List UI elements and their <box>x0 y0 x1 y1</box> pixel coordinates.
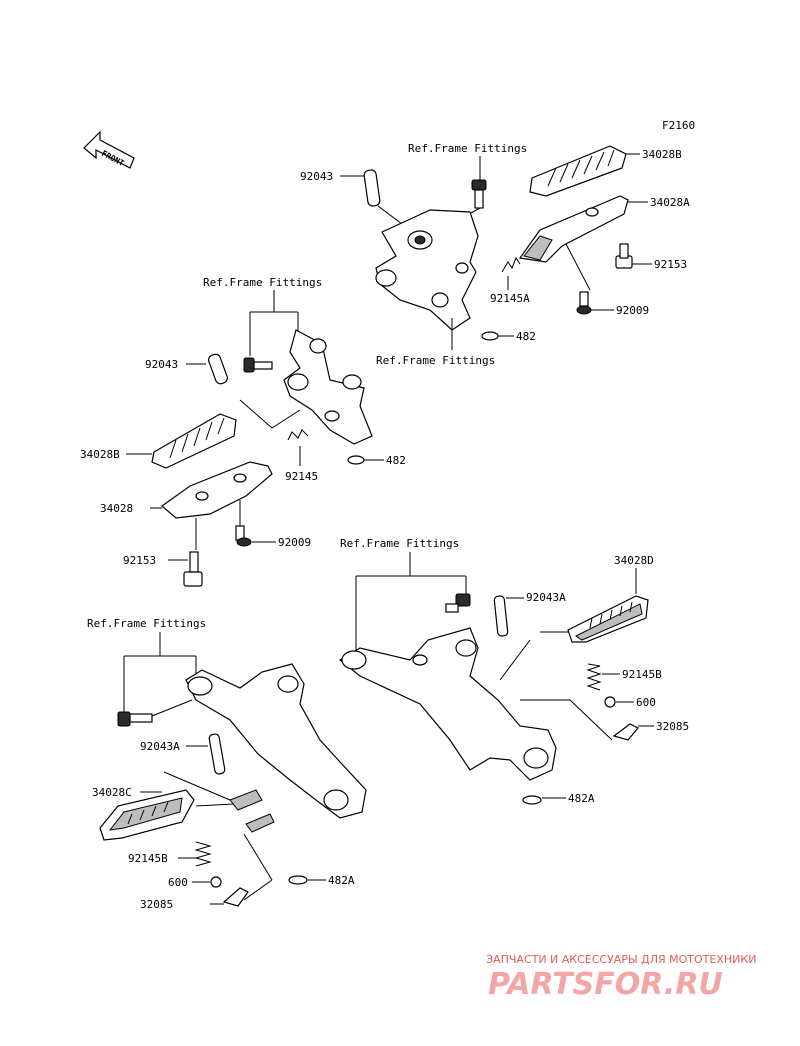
label-92145B-left: 92145B <box>128 852 168 865</box>
label-92145A: 92145A <box>490 292 530 305</box>
footpeg-rubber-34028B <box>529 145 627 197</box>
bolt-mid-left <box>243 357 273 373</box>
ref-frame-fittings-5: Ref.Frame Fittings <box>87 617 206 630</box>
clip-482-mid <box>347 455 365 465</box>
label-482-upper: 482 <box>516 330 536 343</box>
ref-frame-fittings-2: Ref.Frame Fittings <box>376 354 495 367</box>
footpeg-34028 <box>161 461 273 519</box>
spring-92145A <box>501 256 521 273</box>
footpeg-rubber-34028B-mid <box>151 413 237 469</box>
label-34028: 34028 <box>100 502 133 515</box>
clip-482-upper <box>481 331 499 341</box>
bolt-upper-right <box>471 179 487 209</box>
bracket-upper-right <box>375 209 479 331</box>
label-34028A: 34028A <box>650 196 690 209</box>
label-600-left: 600 <box>168 876 188 889</box>
label-92043-upper: 92043 <box>300 170 333 183</box>
ref-frame-fittings-4: Ref.Frame Fittings <box>340 537 459 550</box>
footpeg-34028D <box>567 595 649 643</box>
spring-92145B-right <box>586 663 602 691</box>
pin-92043A-right <box>493 595 509 637</box>
watermark-caption: ЗАПЧАСТИ И АКСЕССУАРЫ ДЛЯ МОТОТЕХНИКИ <box>486 953 756 966</box>
label-92043A-left: 92043A <box>140 740 180 753</box>
clip-482A-right <box>522 795 542 805</box>
label-92153-mid: 92153 <box>123 554 156 567</box>
bracket-lower-left <box>185 663 367 819</box>
label-92153-upper: 92153 <box>654 258 687 271</box>
label-92145B-right: 92145B <box>622 668 662 681</box>
pin-92043A-left <box>208 733 226 775</box>
label-92009-mid: 92009 <box>278 536 311 549</box>
pivot-lower-left <box>229 789 275 833</box>
bracket-mid-left <box>283 329 373 445</box>
ball-600-right <box>604 696 616 708</box>
label-32085-right: 32085 <box>656 720 689 733</box>
label-32085-left: 32085 <box>140 898 173 911</box>
footpeg-34028C <box>99 789 195 841</box>
pin-92043-mid <box>208 353 228 385</box>
watermark-brand: PARTSFOR.RU <box>488 967 723 1002</box>
bolt-lower-left <box>117 711 153 727</box>
label-482A-left: 482A <box>328 874 355 887</box>
detent-32085-left <box>222 887 249 907</box>
bolt-92153-mid <box>183 551 203 587</box>
label-34028B-mid: 34028B <box>80 448 120 461</box>
bolt-lower-right <box>445 593 471 613</box>
ref-frame-fittings-3: Ref.Frame Fittings <box>203 276 322 289</box>
spring-92145 <box>287 429 309 441</box>
label-34028B: 34028B <box>642 148 682 161</box>
spring-92145B-left <box>194 841 212 867</box>
label-600-right: 600 <box>636 696 656 709</box>
label-482A-right: 482A <box>568 792 595 805</box>
label-92009-upper: 92009 <box>616 304 649 317</box>
ball-600-left <box>210 876 222 888</box>
bolt-92009-upper <box>576 291 592 315</box>
figure-code: F2160 <box>662 119 695 132</box>
label-92043A-right: 92043A <box>526 591 566 604</box>
label-34028C: 34028C <box>92 786 132 799</box>
front-arrow-icon: FRONT <box>83 130 135 169</box>
label-482-mid: 482 <box>386 454 406 467</box>
pin-92043-upper <box>363 169 381 207</box>
label-92043-mid: 92043 <box>145 358 178 371</box>
bolt-92153-upper <box>615 243 633 269</box>
bolt-92009-mid <box>235 525 252 547</box>
ref-frame-fittings-1: Ref.Frame Fittings <box>408 142 527 155</box>
detent-32085-right <box>612 723 639 741</box>
clip-482A-left <box>288 875 308 885</box>
bracket-lower-right <box>338 627 557 781</box>
footpeg-34028A <box>518 195 629 263</box>
label-34028D: 34028D <box>614 554 654 567</box>
label-92145: 92145 <box>285 470 318 483</box>
